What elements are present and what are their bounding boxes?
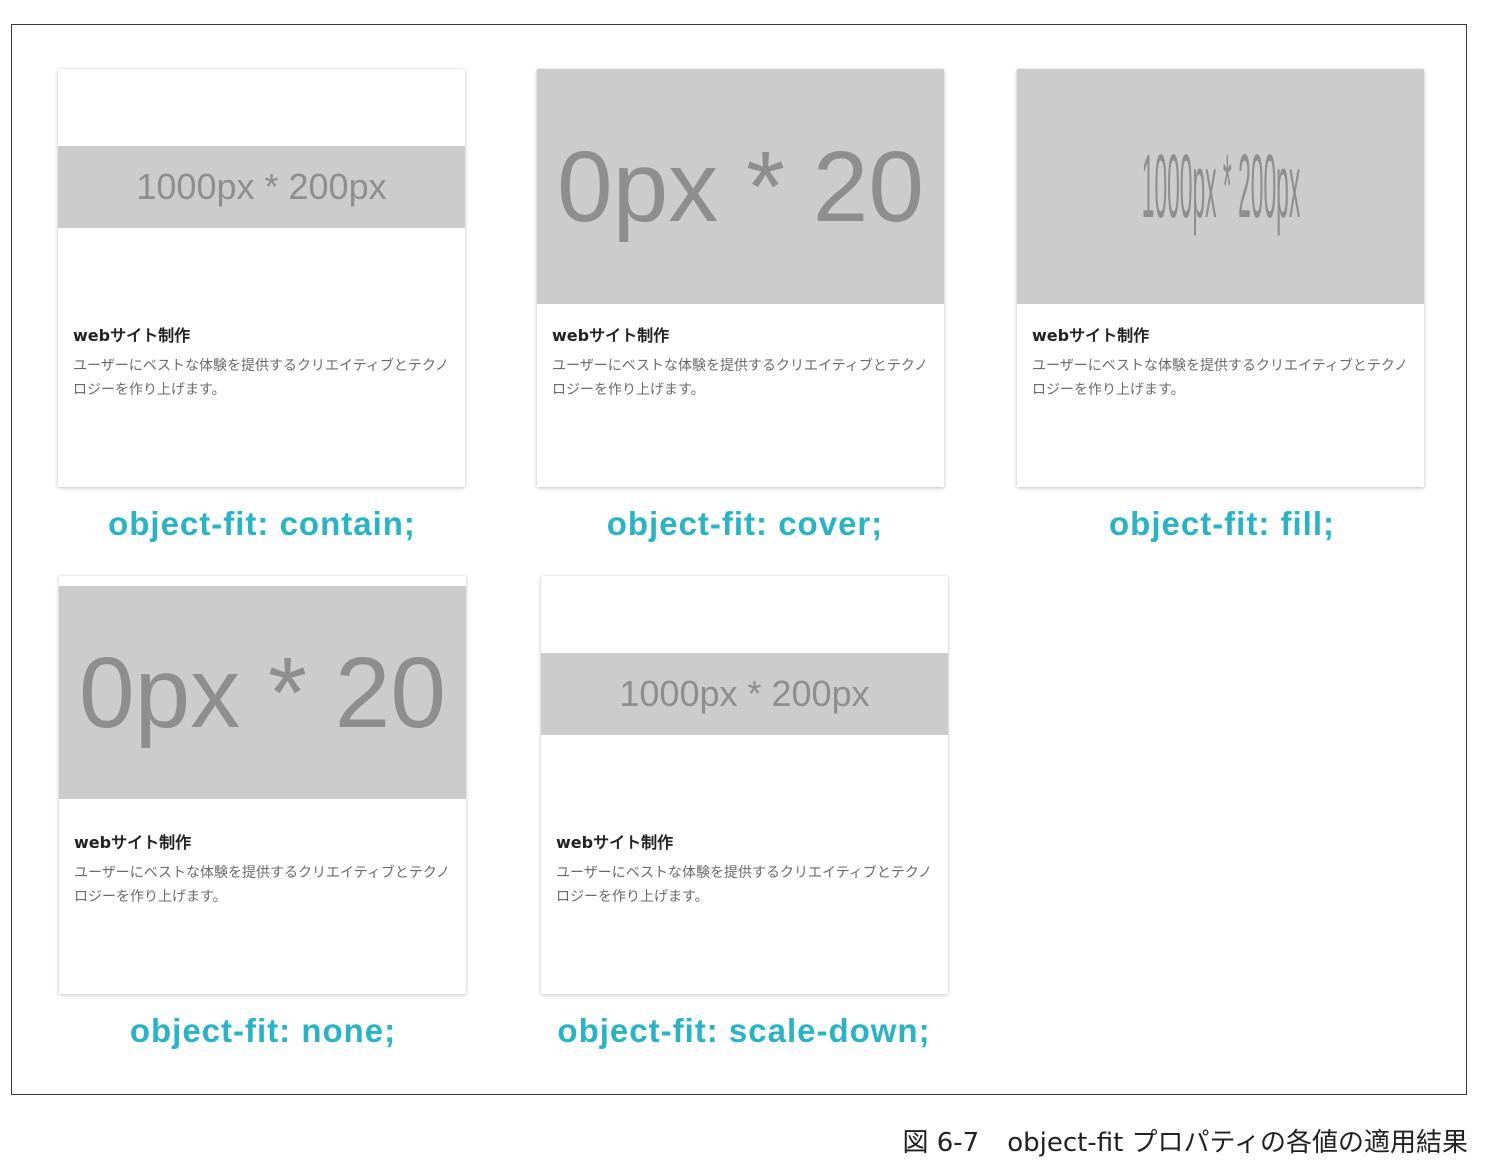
figure-frame: 1000px * 200px webサイト制作 ユーザーにベストな体験を提供する… bbox=[11, 24, 1467, 1095]
card-description: ユーザーにベストな体験を提供するクリエイティブとテクノロジーを作り上げます。 bbox=[556, 865, 933, 905]
label-cover: object-fit: cover; bbox=[606, 505, 884, 542]
placeholder-image-text: 1000px * 200px bbox=[541, 653, 948, 735]
label-contain: object-fit: contain; bbox=[108, 505, 416, 542]
card-title: webサイト制作 bbox=[1032, 326, 1150, 345]
card-scale-down: 1000px * 200px webサイト制作 ユーザーにベストな体験を提供する… bbox=[541, 576, 948, 994]
card-none: 0px * 20 webサイト制作 ユーザーにベストな体験を提供するクリエイティ… bbox=[59, 576, 466, 994]
card-image-cover: 0px * 20 bbox=[537, 69, 944, 304]
figure-caption: 図 6-7 object-fit プロパティの各値の適用結果 bbox=[902, 1122, 1468, 1159]
card-image-scale-down: 1000px * 200px bbox=[541, 576, 948, 811]
card-fill: 1000px * 200px webサイト制作 ユーザーにベストな体験を提供する… bbox=[1017, 69, 1424, 487]
label-fill: object-fit: fill; bbox=[1109, 505, 1335, 542]
label-none: object-fit: none; bbox=[129, 1012, 397, 1049]
placeholder-image-text: 1000px * 200px bbox=[1141, 135, 1300, 236]
placeholder-image-text: 1000px * 200px bbox=[58, 146, 465, 228]
placeholder-image-text: 0px * 20 bbox=[79, 636, 446, 749]
label-scale-down: object-fit: scale-down; bbox=[557, 1012, 931, 1049]
card-image-fill: 1000px * 200px bbox=[1017, 69, 1424, 304]
figure-number: 図 6-7 bbox=[902, 1128, 980, 1158]
card-description: ユーザーにベストな体験を提供するクリエイティブとテクノロジーを作り上げます。 bbox=[552, 358, 929, 398]
card-image-none: 0px * 20 bbox=[59, 576, 466, 811]
placeholder-image-text: 0px * 20 bbox=[557, 130, 924, 243]
card-image-contain: 1000px * 200px bbox=[58, 69, 465, 304]
image-area: 0px * 20 bbox=[59, 586, 466, 799]
card-description: ユーザーにベストな体験を提供するクリエイティブとテクノロジーを作り上げます。 bbox=[1032, 358, 1409, 398]
card-description: ユーザーにベストな体験を提供するクリエイティブとテクノロジーを作り上げます。 bbox=[73, 358, 450, 398]
card-title: webサイト制作 bbox=[74, 833, 192, 852]
figure-caption-text: object-fit プロパティの各値の適用結果 bbox=[1007, 1128, 1468, 1158]
card-description: ユーザーにベストな体験を提供するクリエイティブとテクノロジーを作り上げます。 bbox=[74, 865, 451, 905]
card-title: webサイト制作 bbox=[73, 326, 191, 345]
card-cover: 0px * 20 webサイト制作 ユーザーにベストな体験を提供するクリエイティ… bbox=[537, 69, 944, 487]
card-title: webサイト制作 bbox=[556, 833, 674, 852]
card-contain: 1000px * 200px webサイト制作 ユーザーにベストな体験を提供する… bbox=[58, 69, 465, 487]
card-title: webサイト制作 bbox=[552, 326, 670, 345]
